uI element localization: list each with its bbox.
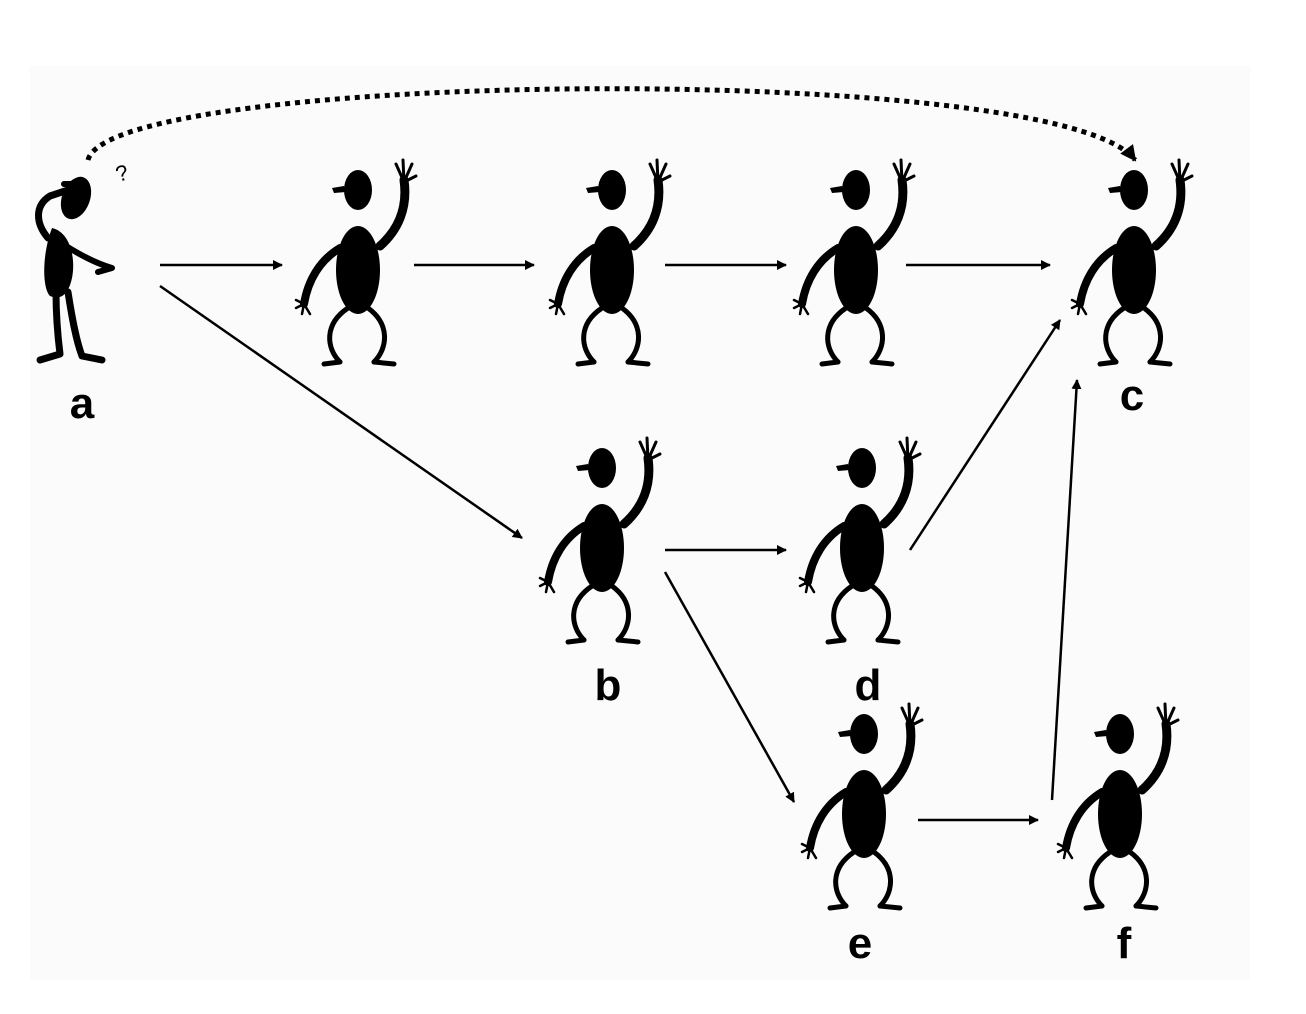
node-label-c: c [1120, 371, 1144, 420]
node-b: b [540, 438, 660, 710]
puzzle-mark: ? [113, 160, 131, 187]
node-r2 [550, 160, 670, 364]
node-label-a: a [70, 379, 95, 428]
node-r3 [794, 160, 914, 364]
node-r1 [296, 160, 416, 364]
edge-a-to-c-dotted [85, 86, 1137, 162]
node-label-f: f [1117, 919, 1132, 968]
diagram-panel [30, 66, 1250, 980]
edge-b-to-e [663, 571, 796, 803]
node-f: f [1058, 704, 1178, 968]
node-label-d: d [855, 661, 882, 710]
node-d: d [800, 438, 920, 710]
edge-f-to-c [1050, 379, 1082, 801]
node-label-b: b [595, 661, 622, 710]
edges [159, 260, 1082, 825]
edge-d-to-c [908, 319, 1062, 551]
node-a: ? a [39, 160, 131, 428]
node-e: e [802, 704, 922, 968]
edge-a-to-b [159, 284, 523, 540]
node-c: c [1072, 160, 1192, 420]
node-label-e: e [848, 919, 872, 968]
